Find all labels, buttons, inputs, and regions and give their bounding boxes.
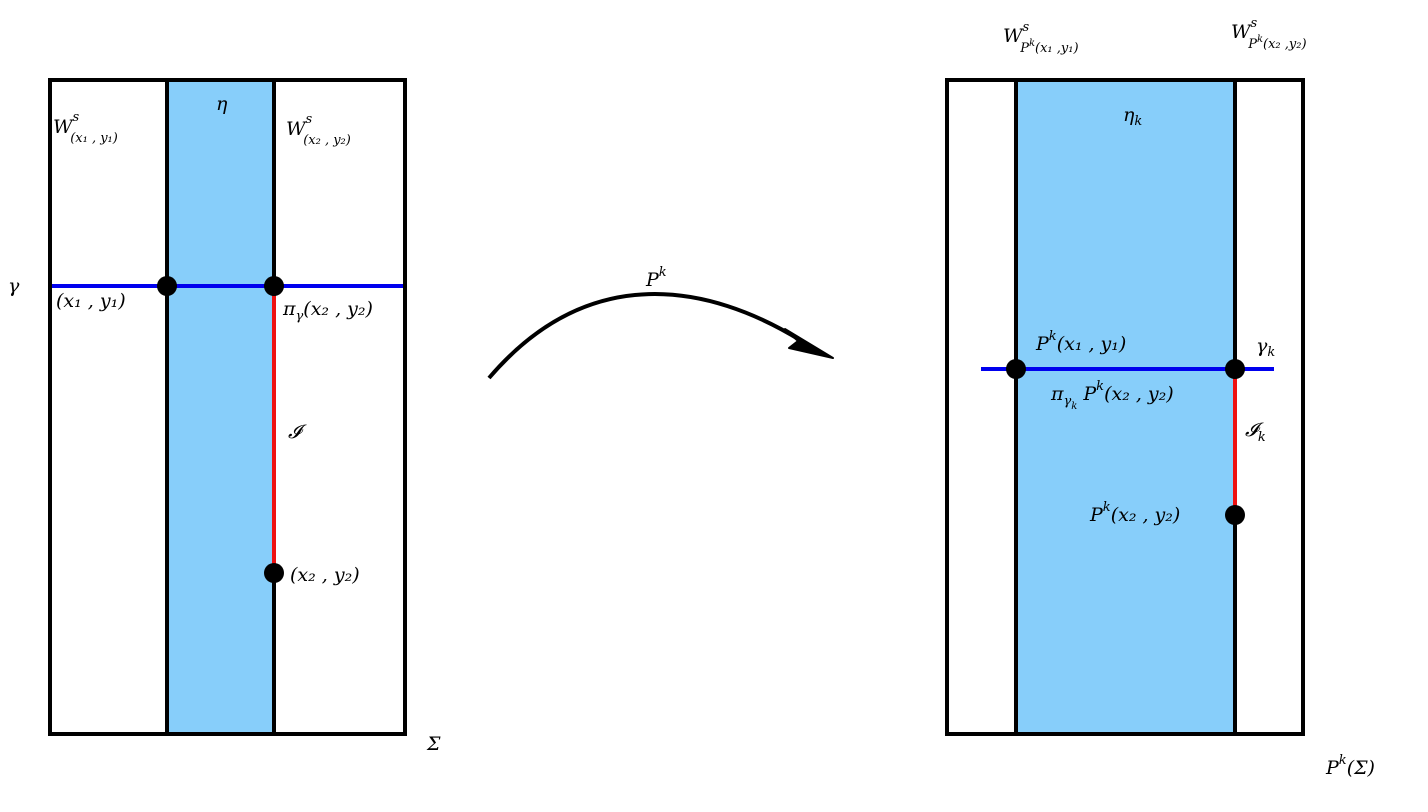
left-segment-label: 𝓘 xyxy=(288,421,307,443)
left-point-c-label: (x₂ , y₂) xyxy=(290,564,360,586)
map-arrow-curve xyxy=(487,292,802,380)
right-point-a-label: Pk(x₁ , y₁) xyxy=(1035,329,1126,355)
right-gamma-label: γk xyxy=(1256,335,1275,360)
right-strip-fill xyxy=(1016,80,1235,734)
left-point-b-label: πγ(x₂ , y₂) xyxy=(282,298,373,324)
left-sigma-box xyxy=(48,78,407,736)
map-arrow: Pk xyxy=(487,265,834,380)
right-segment-label: 𝓘k xyxy=(1245,419,1266,445)
left-strip-fill xyxy=(167,80,274,734)
right-point-c xyxy=(1225,505,1245,525)
left-point-a xyxy=(157,276,177,296)
right-sigma-box xyxy=(945,78,1305,736)
right-proj-label: πγk Pk(x₂ , y₂) xyxy=(1050,379,1174,412)
left-point-c xyxy=(264,563,284,583)
right-point-b xyxy=(1225,359,1245,379)
right-sigma-label: Pk(Σ) xyxy=(1325,753,1375,779)
left-leaf2-label: Ws(x₂ , y₂) xyxy=(286,112,351,148)
right-strip-label: ηk xyxy=(1123,104,1142,129)
map-arrow-head xyxy=(784,328,834,359)
left-point-b xyxy=(264,276,284,296)
right-point-a xyxy=(1006,359,1026,379)
right-point-c-label: Pk(x₂ , y₂) xyxy=(1089,500,1180,526)
map-label: Pk xyxy=(645,265,667,291)
left-leaf1-label: Ws(x₁ , y₁) xyxy=(53,110,118,146)
left-gamma-label: γ xyxy=(8,275,20,297)
left-sigma-label: Σ xyxy=(426,733,441,755)
left-panel: η Ws(x₁ , y₁) Ws(x₂ , y₂) γ (x₁ , y₁) πγ… xyxy=(8,78,441,755)
left-point-a-label: (x₁ , y₁) xyxy=(56,290,126,312)
left-strip-label: η xyxy=(216,93,228,115)
